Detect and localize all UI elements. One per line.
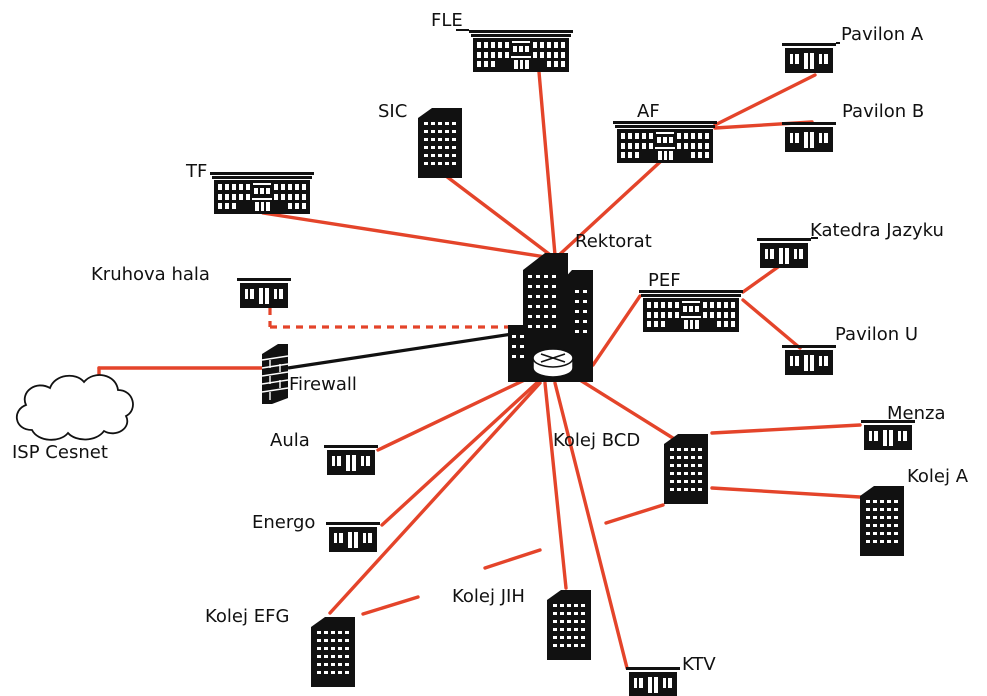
node-label-fle: FLE xyxy=(431,10,463,31)
tf-building-icon xyxy=(210,172,314,214)
network-links xyxy=(97,70,862,670)
pavilon-b-building-icon xyxy=(782,122,836,152)
kolej-bcd-tower-icon xyxy=(664,434,708,504)
sic-tower-icon xyxy=(418,108,462,178)
ktv-building-icon xyxy=(626,667,680,696)
katedra-jazyku-building-icon xyxy=(757,238,811,268)
node-label-isp-cesnet: ISP Cesnet xyxy=(12,442,108,463)
link-rektorat-af xyxy=(556,160,662,258)
node-label-ktv: KTV xyxy=(682,654,716,675)
link-rektorat-fle xyxy=(537,70,557,257)
link-af-pavilon-a xyxy=(713,73,817,127)
pef-building-icon xyxy=(639,290,743,332)
pavilon-a-building-icon xyxy=(782,43,836,73)
node-label-rektorat: Rektorat xyxy=(575,231,652,252)
link-rektorat-bcd xyxy=(578,378,678,442)
link-bcd-menza xyxy=(710,423,862,435)
kolej-jih-tower-icon xyxy=(547,590,591,660)
firewall-icon xyxy=(261,344,289,404)
pavilon-u-building-icon xyxy=(782,345,836,375)
node-label-af: AF xyxy=(637,101,660,122)
link-rektorat-ktv xyxy=(553,381,629,670)
node-label-pavilon-a: Pavilon A xyxy=(841,24,924,45)
node-label-aula: Aula xyxy=(270,430,310,451)
node-label-kolej-a: Kolej A xyxy=(907,466,969,487)
link-firewall-rektorat xyxy=(287,332,513,370)
node-label-tf: TF xyxy=(186,161,208,182)
link-rektorat-tf xyxy=(261,211,554,260)
link-wireless-jih xyxy=(483,548,542,570)
node-label-pavilon-b: Pavilon B xyxy=(842,101,925,122)
node-label-kolej-jih: Kolej JIH xyxy=(452,586,525,607)
kolej-efg-tower-icon xyxy=(311,617,355,687)
link-rektorat-efg xyxy=(328,381,542,615)
link-wireless-efg xyxy=(361,595,420,616)
node-label-menza: Menza xyxy=(887,403,946,424)
link-bcd-wireless xyxy=(604,503,665,525)
kolej-a-tower-icon xyxy=(860,486,904,556)
node-label-katedra-jazyku: Katedra Jazyku xyxy=(810,220,944,241)
link-rektorat-jih xyxy=(543,381,568,590)
fle-building-icon xyxy=(469,30,573,72)
node-label-pef: PEF xyxy=(648,270,681,291)
link-rektorat-energo xyxy=(380,378,542,527)
energo-building-icon xyxy=(326,522,380,552)
link-pef-pavilon-u xyxy=(741,298,802,350)
node-label-sic: SIC xyxy=(378,101,408,122)
link-rektorat-aula xyxy=(376,373,537,452)
link-rektorat-pef xyxy=(591,294,642,367)
af-building-icon xyxy=(613,121,717,163)
aula-building-icon xyxy=(324,445,378,475)
kruhova-hala-building-icon xyxy=(237,278,291,308)
isp-cloud-icon xyxy=(16,374,134,441)
link-rektorat-sic xyxy=(444,174,555,259)
node-label-firewall: Firewall xyxy=(289,374,357,395)
link-bcd-kolej-a xyxy=(710,486,862,499)
node-label-kolej-bcd: Kolej BCD xyxy=(553,430,641,451)
node-label-kolej-efg: Kolej EFG xyxy=(205,606,290,627)
rektorat-router-icon xyxy=(508,253,593,382)
node-label-energo: Energo xyxy=(252,512,316,533)
node-label-kruhova-hala: Kruhova hala xyxy=(91,264,210,285)
node-label-pavilon-u: Pavilon U xyxy=(835,324,919,345)
menza-building-icon xyxy=(861,420,915,450)
